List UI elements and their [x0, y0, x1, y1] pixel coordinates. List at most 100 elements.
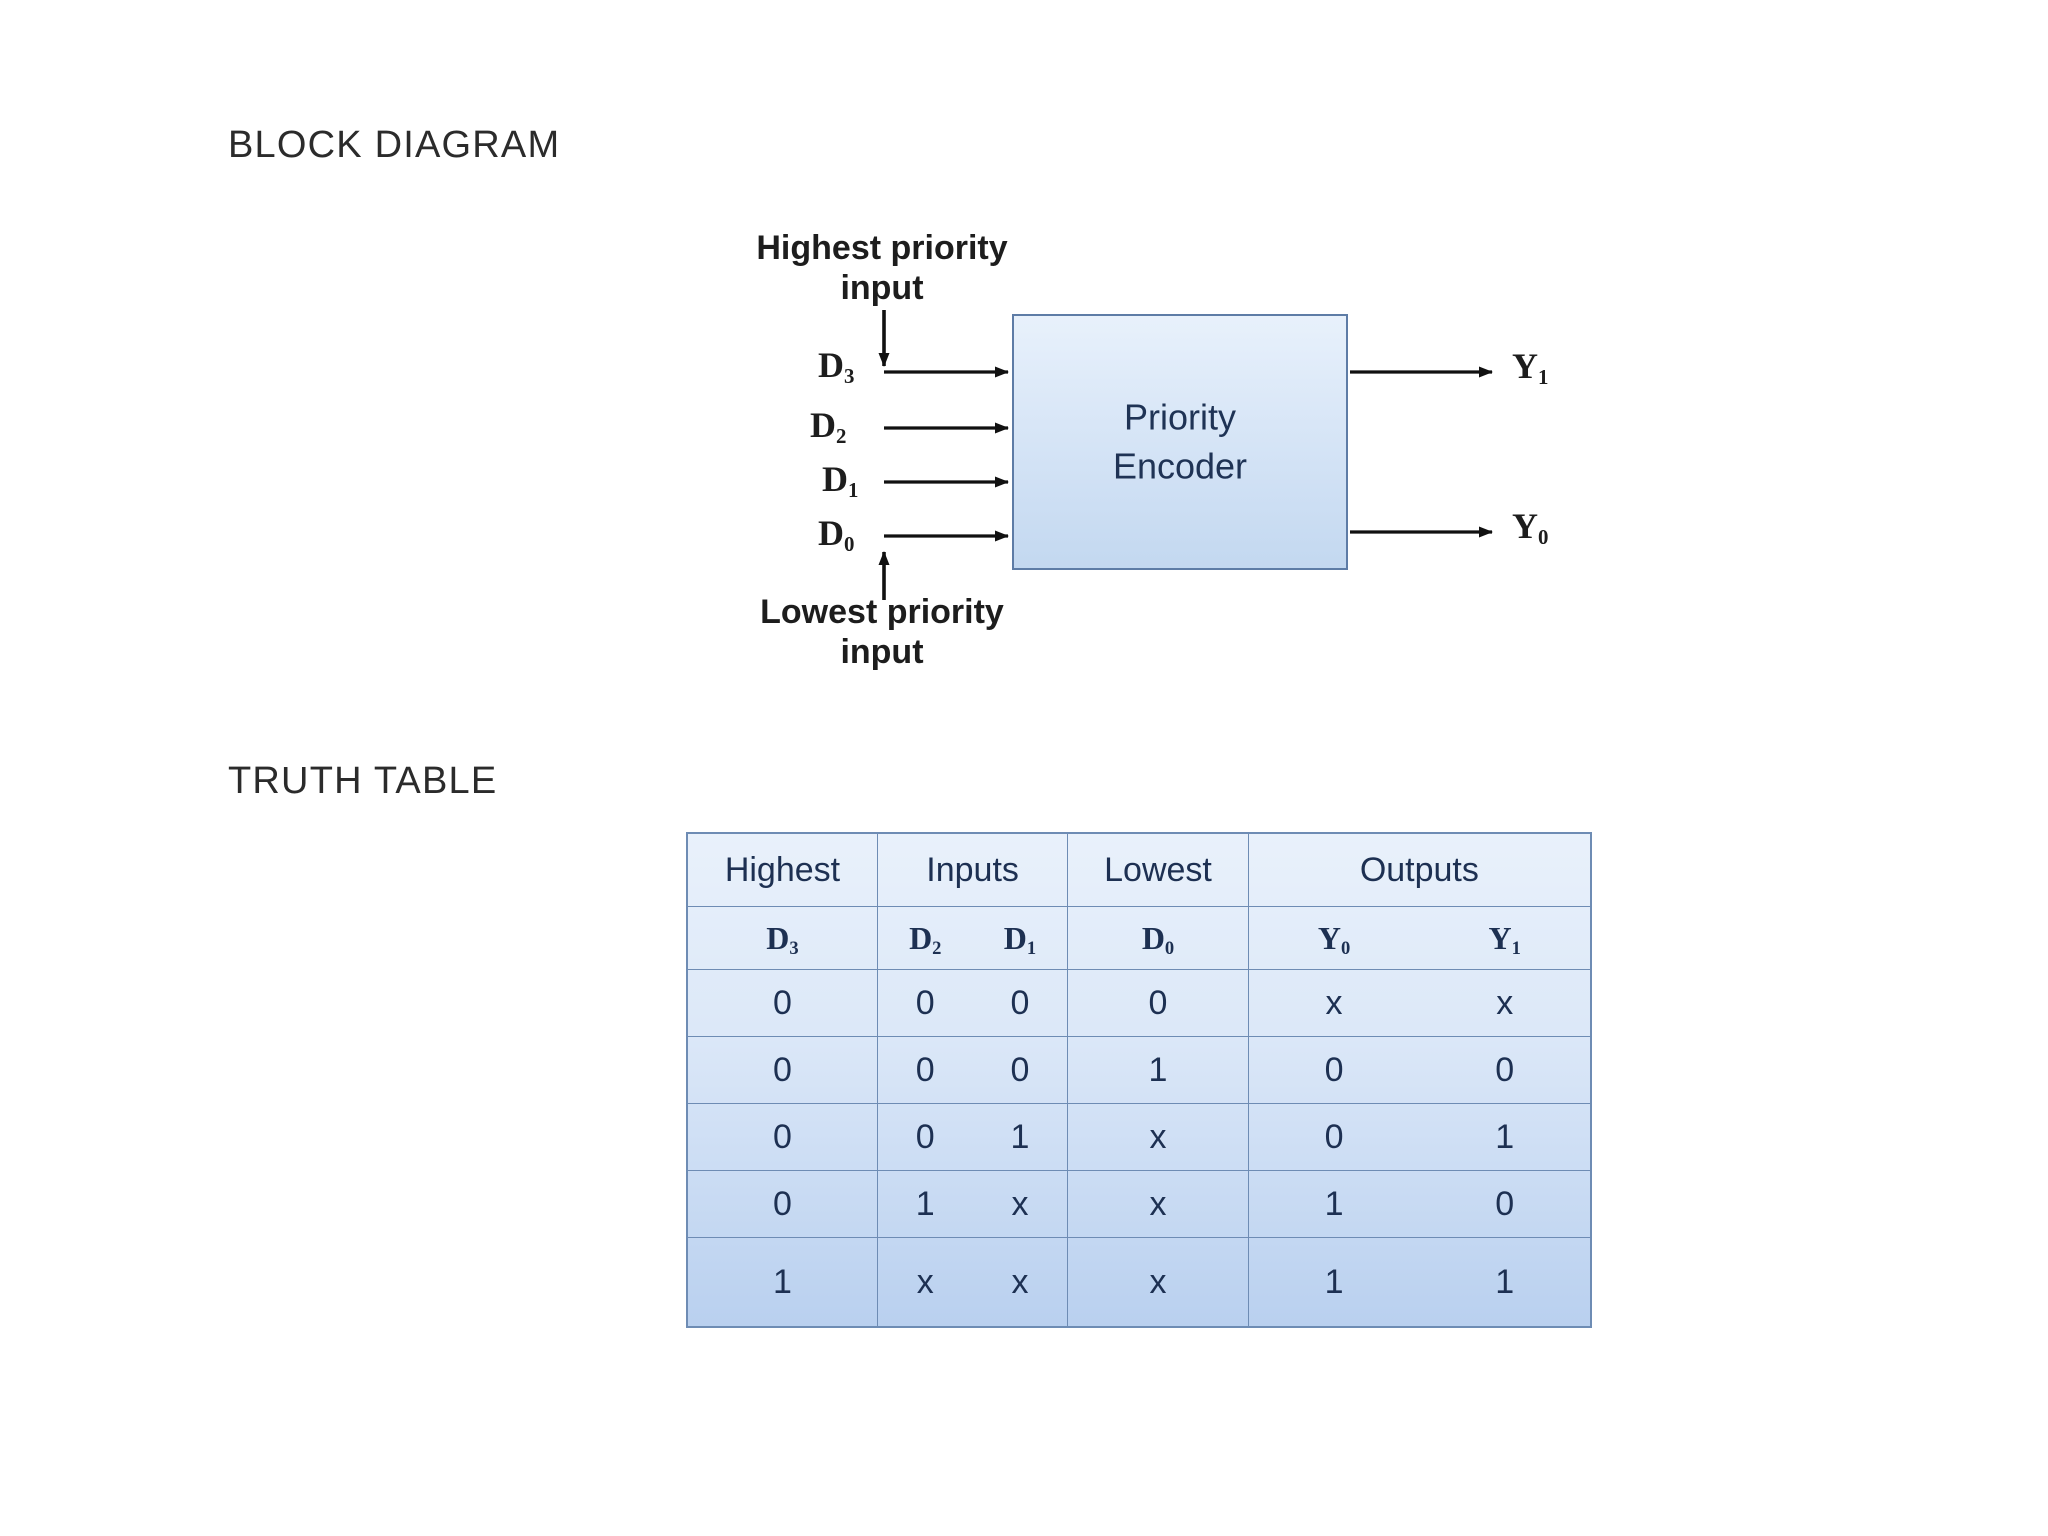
- input-port-base-d0: D: [818, 513, 844, 553]
- table-row: 0 0 0 1 0 0: [686, 1036, 1592, 1104]
- table-row: 0 0 1 x 0 1: [686, 1103, 1592, 1171]
- table-subheader-d3: D3: [686, 906, 878, 970]
- cell-outputs: 0 1: [1247, 1103, 1592, 1171]
- subheader-base-d0: D: [1141, 919, 1165, 956]
- table-header-highest: Highest: [686, 832, 878, 907]
- table-header-row: Highest Inputs Lowest Outputs: [686, 832, 1592, 907]
- cell-d2: 1: [915, 1184, 935, 1223]
- cell-y1: 0: [1495, 1050, 1515, 1089]
- table-header-inputs: Inputs: [876, 832, 1069, 907]
- table-row: 0 0 0 0 x x: [686, 969, 1592, 1037]
- output-port-label-y0: Y0: [1512, 505, 1549, 549]
- lowest-priority-annotation: Lowest priority input: [712, 592, 1052, 672]
- cell-y0: 1: [1324, 1262, 1344, 1301]
- subheader-sub-d0: 0: [1164, 937, 1175, 959]
- output-port-base-y0: Y: [1512, 506, 1538, 546]
- cell-d1: 1: [1010, 1117, 1030, 1156]
- priority-encoder-block-label: Priority Encoder: [1014, 393, 1346, 490]
- subheader-base-y1: Y: [1488, 919, 1512, 956]
- table-subheader-inputs: D2 D1: [876, 906, 1069, 970]
- table-row: 1 x x x 1 1: [686, 1237, 1592, 1328]
- cell-outputs: x x: [1247, 969, 1592, 1037]
- table-header-lowest: Lowest: [1067, 832, 1249, 907]
- cell-outputs: 1 1: [1247, 1237, 1592, 1328]
- table-subheader-d1: D1: [973, 919, 1068, 959]
- truth-table: Highest Inputs Lowest Outputs D3 D2 D1 D…: [686, 832, 1592, 1328]
- cell-d3: 0: [686, 1036, 878, 1104]
- cell-y0: 0: [1324, 1050, 1344, 1089]
- table-subheader-d2: D2: [878, 919, 973, 959]
- cell-inputs: 0 0: [876, 1036, 1069, 1104]
- truth-table-container: Highest Inputs Lowest Outputs D3 D2 D1 D…: [686, 832, 1592, 1328]
- table-subheader-y0: Y0: [1249, 919, 1420, 959]
- table-subheader-row: D3 D2 D1 D0 Y0 Y1: [686, 906, 1592, 970]
- input-port-base-d1: D: [822, 459, 848, 499]
- encoder-label-line2: Encoder: [1112, 445, 1248, 486]
- subheader-sub-d3: 3: [789, 937, 799, 959]
- input-port-sub-d2: 2: [836, 423, 847, 448]
- subheader-base-y0: Y: [1317, 919, 1341, 956]
- cell-y1: x: [1496, 983, 1514, 1022]
- cell-inputs: 0 0: [876, 969, 1069, 1037]
- cell-d0: 0: [1067, 969, 1249, 1037]
- cell-d3: 0: [686, 1103, 878, 1171]
- cell-y0: 0: [1324, 1117, 1344, 1156]
- cell-d1: x: [1011, 1262, 1029, 1301]
- block-diagram-figure: Highest priority input Lowest priority i…: [0, 0, 2048, 760]
- cell-d1: x: [1011, 1184, 1029, 1223]
- page-title-truth-table: TRUTH TABLE: [228, 760, 498, 802]
- cell-y1: 1: [1495, 1117, 1515, 1156]
- cell-d3: 0: [686, 969, 878, 1037]
- input-port-base-d2: D: [810, 405, 836, 445]
- cell-outputs: 1 0: [1247, 1170, 1592, 1238]
- cell-d2: x: [916, 1262, 934, 1301]
- cell-inputs: 1 x: [876, 1170, 1069, 1238]
- priority-encoder-block: Priority Encoder: [1012, 314, 1348, 570]
- cell-d0: x: [1067, 1103, 1249, 1171]
- cell-d2: 0: [915, 983, 935, 1022]
- output-port-base-y1: Y: [1512, 346, 1538, 386]
- cell-d1: 0: [1010, 1050, 1030, 1089]
- cell-y1: 1: [1495, 1262, 1515, 1301]
- cell-y1: 0: [1495, 1184, 1515, 1223]
- output-port-label-y1: Y1: [1512, 345, 1549, 389]
- highest-priority-annotation: Highest priority input: [712, 228, 1052, 308]
- input-port-label-d1: D1: [822, 458, 859, 502]
- cell-d0: 1: [1067, 1036, 1249, 1104]
- cell-d0: x: [1067, 1170, 1249, 1238]
- subheader-base-d3: D: [766, 919, 790, 956]
- cell-y0: 1: [1324, 1184, 1344, 1223]
- subheader-sub-d2: 2: [932, 937, 942, 959]
- cell-d1: 0: [1010, 983, 1030, 1022]
- output-port-sub-y1: 1: [1538, 364, 1549, 389]
- input-port-sub-d0: 0: [844, 531, 855, 556]
- encoder-label-line1: Priority: [1123, 396, 1236, 438]
- input-port-sub-d1: 1: [848, 477, 859, 502]
- input-port-label-d3: D3: [818, 344, 855, 388]
- page-title-block-diagram: BLOCK DIAGRAM: [228, 124, 561, 166]
- output-port-sub-y0: 0: [1538, 524, 1549, 549]
- cell-d0: x: [1067, 1237, 1249, 1328]
- input-port-base-d3: D: [818, 345, 844, 385]
- input-port-sub-d3: 3: [844, 363, 855, 388]
- cell-d3: 0: [686, 1170, 878, 1238]
- subheader-sub-y0: 0: [1340, 937, 1351, 959]
- subheader-base-d1: D: [1003, 919, 1027, 956]
- cell-outputs: 0 0: [1247, 1036, 1592, 1104]
- highest-priority-line1: Highest priority: [756, 229, 1008, 267]
- table-header-outputs: Outputs: [1247, 832, 1592, 907]
- cell-inputs: x x: [876, 1237, 1069, 1328]
- table-subheader-y1: Y1: [1419, 919, 1590, 959]
- cell-d2: 0: [915, 1050, 935, 1089]
- table-row: 0 1 x x 1 0: [686, 1170, 1592, 1238]
- cell-d2: 0: [915, 1117, 935, 1156]
- subheader-sub-d1: 1: [1026, 937, 1037, 959]
- table-subheader-d0: D0: [1067, 906, 1249, 970]
- cell-d3: 1: [686, 1237, 878, 1328]
- subheader-sub-y1: 1: [1511, 937, 1521, 959]
- table-subheader-outputs: Y0 Y1: [1247, 906, 1592, 970]
- lowest-priority-line2: input: [840, 633, 924, 672]
- cell-inputs: 0 1: [876, 1103, 1069, 1171]
- lowest-priority-line1: Lowest priority: [760, 593, 1004, 631]
- subheader-base-d2: D: [909, 919, 933, 956]
